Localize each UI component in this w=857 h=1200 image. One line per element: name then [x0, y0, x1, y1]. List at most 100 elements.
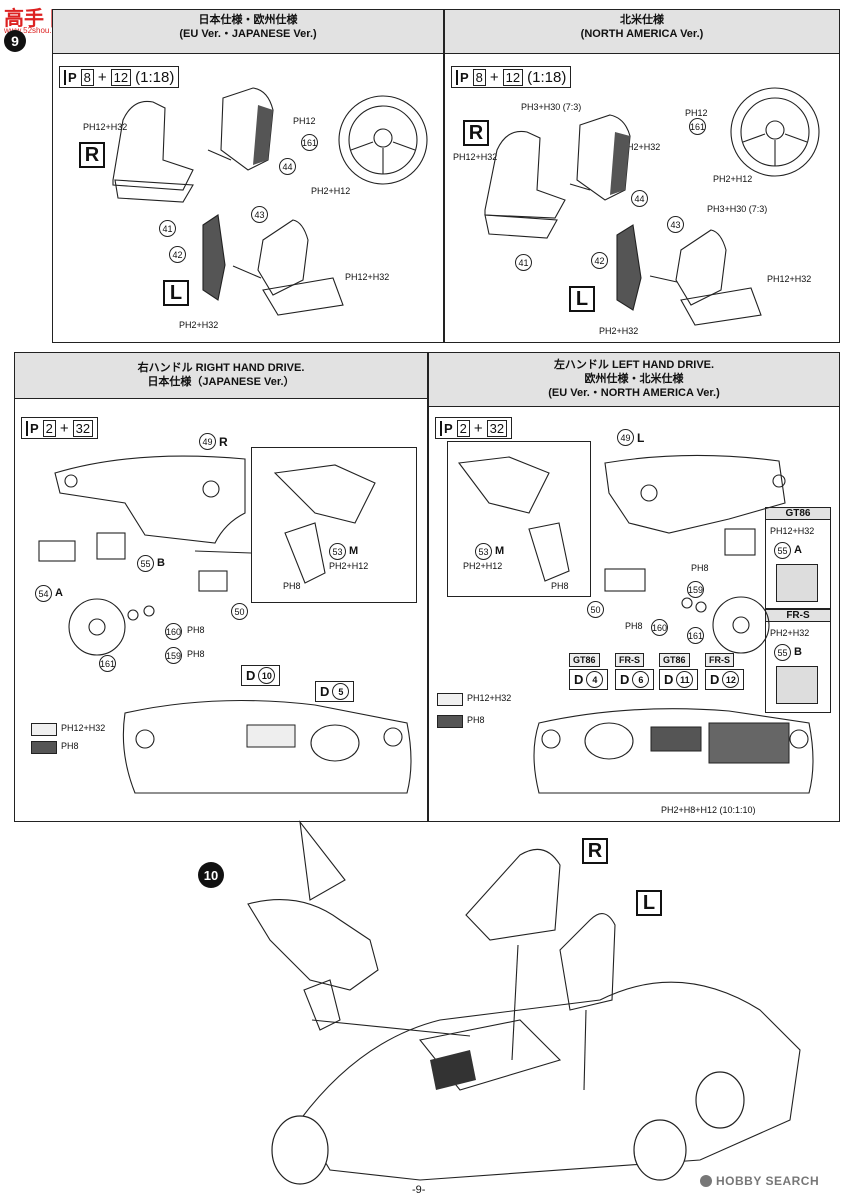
dash-side: R	[219, 435, 228, 449]
paint-label: PH12+H32	[770, 526, 815, 536]
part-number: 55	[774, 542, 791, 559]
part-number: 161	[99, 655, 116, 672]
logo-text: 高手	[4, 8, 44, 30]
part-number: 43	[667, 216, 684, 233]
part-tag: B	[157, 557, 165, 569]
paint-label: PH2+H12	[713, 174, 753, 184]
side-l-label: L	[163, 280, 189, 306]
paint-label: PH2+H12	[463, 561, 503, 571]
decal-num: 4	[586, 671, 604, 688]
panel-lhd: 左ハンドル LEFT HAND DRIVE. 欧州仕様・北米仕様 (EU Ver…	[428, 352, 840, 822]
part-number: 42	[169, 246, 186, 263]
part-number: 54	[35, 585, 52, 602]
part-number: 50	[587, 601, 604, 618]
panel-title: 右ハンドル RIGHT HAND DRIVE.	[137, 362, 305, 374]
legend-label: PH12+H32	[467, 693, 512, 703]
ph-icon: P	[440, 420, 453, 436]
paint-a: 2	[456, 419, 470, 437]
plus-sign: +	[97, 68, 107, 86]
part-number: 159	[687, 581, 704, 598]
panel-subtitle: 日本仕様（JAPANESE Ver.）	[147, 376, 295, 388]
decal-letter: D	[320, 684, 330, 699]
brand-icon	[700, 1175, 712, 1187]
part-number: 160	[651, 619, 668, 636]
dashboard-drawings	[38, 455, 412, 794]
side-r-label: R	[463, 120, 489, 146]
part-tag: M	[349, 545, 359, 557]
legend-swatch-dark	[437, 715, 463, 728]
seat-drawings	[484, 87, 820, 326]
part-number: 161	[301, 134, 318, 151]
logo-sub: www.52shou.com	[4, 26, 67, 35]
paint-b: 12	[502, 68, 524, 86]
legend-swatch-light	[437, 693, 463, 706]
paint-a: 2	[42, 419, 56, 437]
part-number: 44	[279, 158, 296, 175]
legend-swatch-dark	[31, 741, 57, 754]
part-tag: M	[495, 545, 505, 557]
dashboard-drawings	[457, 454, 814, 794]
part-number: 41	[159, 220, 176, 237]
panel-title: 北米仕様	[620, 14, 664, 26]
part-number: 41	[515, 254, 532, 271]
decal-letter: D	[246, 668, 256, 683]
panel-subtitle: 欧州仕様・北米仕様	[584, 373, 684, 385]
paint-b: 32	[72, 419, 94, 437]
part-tag: A	[55, 587, 63, 599]
ph-icon: P	[456, 69, 469, 85]
paint-label: PH12+H32	[345, 272, 390, 282]
panel-eu-jp-header: 日本仕様・欧州仕様 (EU Ver.・JAPANESE Ver.)	[53, 10, 443, 54]
part-number: 159	[165, 647, 182, 664]
ph-icon: P	[26, 420, 39, 436]
paint-label: PH8	[187, 625, 205, 635]
paint-label: PH2+H32	[179, 320, 219, 330]
part-number: 43	[251, 206, 268, 223]
legend-swatch-light	[31, 723, 57, 736]
paint-label: PH8	[283, 581, 301, 591]
step-9-badge: 9	[4, 30, 26, 52]
decal-num: 12	[722, 671, 740, 688]
brand-text: HOBBY SEARCH	[716, 1174, 820, 1188]
panel-rhd-header: 右ハンドル RIGHT HAND DRIVE. 日本仕様（JAPANESE Ve…	[15, 353, 427, 399]
dash-side: L	[637, 431, 645, 445]
plus-sign: +	[489, 68, 499, 86]
part-number: 160	[165, 623, 182, 640]
inset-box	[251, 447, 417, 603]
step-9-number: 9	[11, 33, 19, 49]
side-r-label: R	[79, 142, 105, 168]
part-number: 161	[689, 118, 706, 135]
panel-subtitle: (NORTH AMERICA Ver.)	[580, 28, 704, 40]
part-number: 49	[199, 433, 216, 450]
decal-letter: D	[620, 672, 630, 687]
panel-na: 北米仕様 (NORTH AMERICA Ver.) P 8 + 12 (1:18…	[444, 9, 840, 343]
ph-icon: P	[64, 69, 77, 85]
decal-d11: D 11	[659, 669, 699, 690]
panel-eu-jp: 日本仕様・欧州仕様 (EU Ver.・JAPANESE Ver.) P 8 + …	[52, 9, 444, 343]
paint-label: PH12	[293, 116, 316, 126]
paint-a: 8	[472, 68, 486, 86]
step10-l-label: L	[636, 890, 662, 916]
step10-r-label: R	[582, 838, 608, 864]
decal-letter: D	[664, 672, 674, 687]
decal-d4: D 4	[569, 669, 609, 690]
part-tag: A	[794, 544, 802, 556]
part-number: 53	[329, 543, 346, 560]
paint-ratio: (1:18)	[527, 68, 567, 86]
seat-drawings	[112, 87, 428, 316]
paint-spec: P 8 + 12 (1:18)	[451, 66, 572, 88]
decal-num: 10	[258, 667, 276, 684]
paint-label: PH3+H30 (7:3)	[521, 102, 582, 112]
decal-letter: D	[574, 672, 584, 687]
paint-ratio: (1:18)	[135, 68, 175, 86]
paint-label: PH2+H12	[329, 561, 369, 571]
decal-num: 5	[332, 683, 350, 700]
decal-d12: D 12	[705, 669, 745, 690]
gt86-title: GT86	[766, 508, 830, 520]
page-number: -9-	[412, 1184, 426, 1196]
panel-subtitle: (EU Ver.・JAPANESE Ver.)	[179, 28, 317, 40]
part-number: 50	[231, 603, 248, 620]
panel-title: 左ハンドル LEFT HAND DRIVE.	[553, 359, 715, 371]
paint-label: PH3+H30 (7:3)	[707, 204, 768, 214]
paint-label: PH12	[685, 108, 708, 118]
